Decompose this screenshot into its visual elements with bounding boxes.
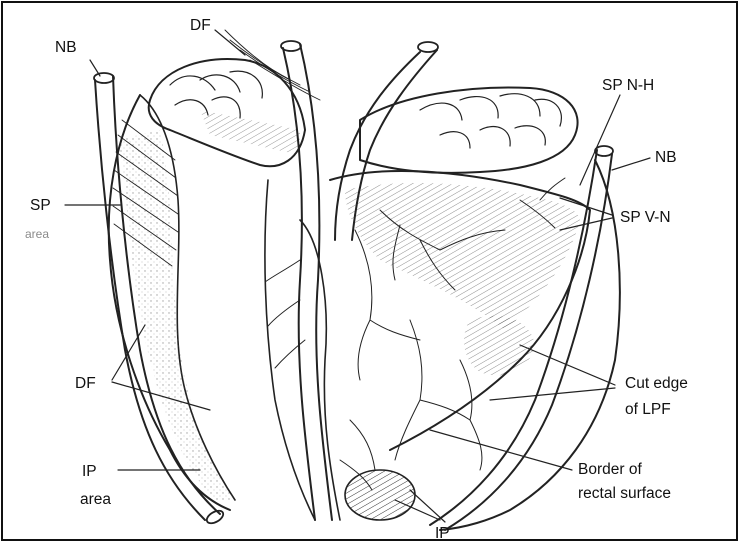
label-sp-n-h: SP N-H xyxy=(602,77,654,94)
ip-hatched-region xyxy=(345,470,415,520)
label-nb-left: NB xyxy=(55,39,77,56)
label-ip-area-line2: area xyxy=(80,491,111,508)
left-pelvic-wall xyxy=(109,95,235,510)
label-ip-bottom: IP xyxy=(435,525,450,542)
label-cut-edge-line2: of LPF xyxy=(625,401,671,418)
right-seminal-vesicle xyxy=(360,87,578,172)
label-sp-v-n: SP V-N xyxy=(620,209,671,226)
label-border-line2: rectal surface xyxy=(578,485,671,502)
label-df-left: DF xyxy=(75,375,96,392)
label-df-top: DF xyxy=(190,17,211,34)
label-nb-right: NB xyxy=(655,149,677,166)
lateral-pelvic-fascia xyxy=(265,171,590,520)
label-sp-area: area xyxy=(25,227,49,241)
label-sp: SP xyxy=(30,197,51,214)
label-border-line1: Border of xyxy=(578,461,642,478)
label-ip-area-line1: IP xyxy=(82,463,97,480)
central-tubes xyxy=(281,41,438,520)
label-cut-edge-line1: Cut edge xyxy=(625,375,688,392)
